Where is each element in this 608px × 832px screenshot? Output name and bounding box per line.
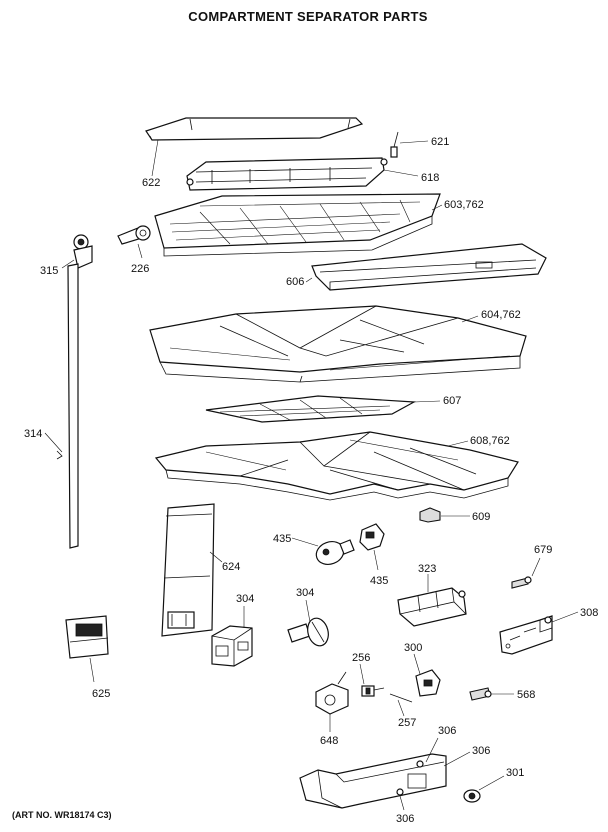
label-621: 621	[431, 136, 449, 148]
part-604-crisper-pan-cover	[149, 305, 527, 383]
label-315: 315	[40, 265, 58, 277]
label-606: 606	[286, 276, 304, 288]
label-257: 257	[398, 717, 416, 729]
label-603: 603,762	[444, 199, 484, 211]
label-304-right: 304	[296, 587, 314, 599]
label-226: 226	[131, 263, 149, 275]
part-226-bracket	[117, 225, 151, 245]
part-648-fan-motor	[315, 671, 349, 715]
part-607-filter	[205, 395, 417, 423]
label-306-c: 306	[396, 813, 414, 825]
label-648: 648	[320, 735, 338, 747]
label-618: 618	[421, 172, 439, 184]
part-257-wire	[389, 693, 413, 703]
label-256: 256	[352, 652, 370, 664]
label-625: 625	[92, 688, 110, 700]
label-308: 308	[580, 607, 598, 619]
part-435-light-bulb	[315, 539, 355, 565]
label-609: 609	[472, 511, 490, 523]
part-256-connector	[361, 685, 385, 697]
label-304-left: 304	[236, 593, 254, 605]
part-308-bracket	[499, 615, 553, 655]
part-624-divider-panel	[161, 503, 215, 637]
part-603-glass-shelf	[154, 193, 441, 257]
part-301-knob	[463, 789, 481, 803]
label-608: 608,762	[470, 435, 510, 447]
label-435-socket: 435	[370, 575, 388, 587]
label-622: 622	[142, 177, 160, 189]
part-625-control	[65, 615, 109, 659]
label-323: 323	[418, 563, 436, 575]
part-618-rail	[186, 157, 388, 191]
part-304-switch	[287, 617, 329, 647]
label-607: 607	[443, 395, 461, 407]
part-679-screw	[511, 576, 532, 589]
label-624: 624	[222, 561, 240, 573]
label-301: 301	[506, 767, 524, 779]
part-315-hinge	[73, 234, 93, 269]
part-323-housing	[397, 587, 467, 627]
part-306-housing	[299, 753, 447, 809]
label-306-b: 306	[472, 745, 490, 757]
label-435-bulb: 435	[273, 533, 291, 545]
label-679: 679	[534, 544, 552, 556]
diagram-title: COMPARTMENT SEPARATOR PARTS	[188, 9, 427, 24]
label-306-a: 306	[438, 725, 456, 737]
art-number: (ART NO. WR18174 C3)	[12, 810, 112, 820]
part-435-socket	[359, 523, 385, 551]
part-314-rod	[56, 263, 79, 549]
label-604: 604,762	[481, 309, 521, 321]
part-621-pin	[390, 131, 399, 158]
label-300: 300	[404, 642, 422, 654]
part-606-front-rail	[311, 243, 547, 291]
label-568: 568	[517, 689, 535, 701]
part-622-cover	[145, 117, 364, 141]
part-608-crisper-pan	[154, 431, 519, 501]
part-609-clip	[419, 507, 441, 523]
part-568-screw	[469, 687, 492, 701]
part-300-thermostat	[415, 669, 441, 697]
label-314: 314	[24, 428, 42, 440]
part-304-switch-box	[211, 625, 253, 667]
